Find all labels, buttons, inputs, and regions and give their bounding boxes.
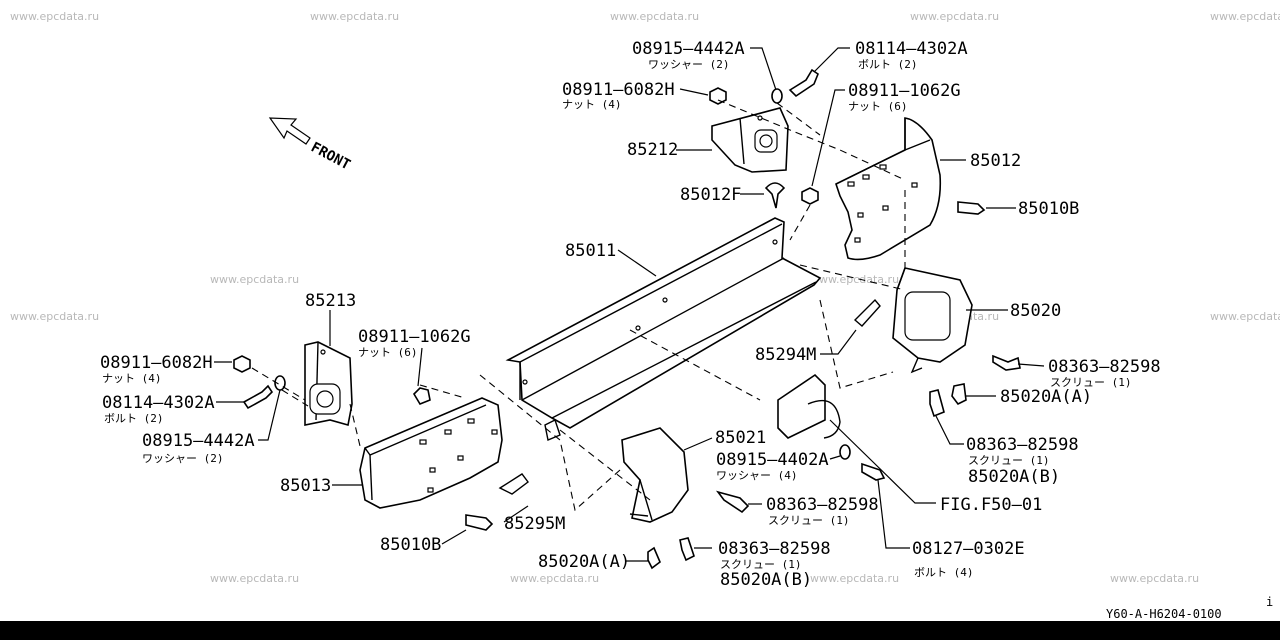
- part-number-label: 85020A(A): [1000, 387, 1092, 407]
- part-name-label: ボルト (2): [104, 412, 164, 425]
- front-arrow-icon: FRONT: [268, 117, 353, 173]
- watermark-text: www.epcdata.ru: [610, 10, 699, 23]
- watermark-text: www.epcdata.ru: [10, 10, 99, 23]
- part-number-label: 08363–82598: [718, 539, 831, 559]
- washer-icon: [771, 88, 783, 104]
- screw-icon: [715, 490, 750, 514]
- part-number-label: 08915–4402A: [716, 450, 829, 470]
- watermark-text: www.epcdata.ru: [1110, 572, 1199, 585]
- bracket-85212: [711, 107, 789, 173]
- part-number-label: 08114–4302A: [102, 393, 215, 413]
- watermark-text: www.epcdata.ru: [210, 273, 299, 286]
- part-number-label: 08114–4302A: [855, 39, 968, 59]
- part-name-label: ナット (4): [102, 372, 162, 385]
- watermark-text: www.epcdata.ru: [510, 572, 599, 585]
- part-number-label: 08363–82598: [966, 435, 1079, 455]
- part-name-label: ナット (6): [358, 346, 418, 359]
- bolt-icon: [861, 462, 886, 481]
- bolt-icon: [465, 514, 494, 531]
- fasteners: [233, 68, 1021, 570]
- part-number-label: 85020A(B): [968, 467, 1060, 487]
- watermark-text: www.epcdata.ru: [10, 310, 99, 323]
- screw-icon: [647, 546, 661, 570]
- nut-icon: [709, 87, 727, 105]
- watermark-text: www.epcdata.ru: [210, 572, 299, 585]
- part-number-label: 08915–4442A: [142, 431, 255, 451]
- bumper-end-right-85012: [835, 117, 942, 261]
- corner-mark: i: [1266, 595, 1273, 609]
- clip-85294M: [853, 298, 881, 327]
- part-number-label: 08911–6082H: [100, 353, 213, 373]
- part-name-label: ワッシャー (2): [648, 58, 730, 71]
- bracket-85213: [304, 341, 353, 427]
- bottom-bar: [0, 621, 1280, 640]
- part-number-label: 85295M: [504, 514, 565, 534]
- screw-icon: [679, 537, 695, 562]
- part-number-label: 85010B: [1018, 199, 1079, 219]
- watermark-text: www.epcdata.ru: [1210, 10, 1280, 23]
- part-number-label: 85020: [1010, 301, 1061, 321]
- part-number-label: 08911–1062G: [358, 327, 471, 347]
- part-number-label: 85294M: [755, 345, 816, 365]
- bumper-corner-85021: [621, 427, 689, 523]
- bumper-end-left-85013: [359, 397, 503, 509]
- bolt-icon: [992, 354, 1021, 371]
- part-number-label: 85020A(B): [720, 570, 812, 590]
- nut-icon: [233, 355, 251, 373]
- nut-icon: [801, 187, 819, 205]
- part-number-label: 85021: [715, 428, 766, 448]
- part-number-label: 85020A(A): [538, 552, 630, 572]
- watermark-text: www.epcdata.ru: [810, 273, 899, 286]
- part-name-label: ナット (4): [562, 98, 622, 111]
- tow-hook: [777, 373, 841, 439]
- assembly-lines: [251, 99, 906, 512]
- figure-reference-label: FIG.F50–01: [940, 495, 1042, 515]
- front-label: FRONT: [308, 139, 353, 173]
- bolt-icon: [242, 384, 274, 410]
- part-name-label: ボルト (2): [858, 58, 918, 71]
- part-number-label: 85213: [305, 291, 356, 311]
- part-number-label: 08911–6082H: [562, 80, 675, 100]
- part-name-label: スクリュー (1): [768, 514, 850, 527]
- bumper-beam-85011: [505, 217, 822, 429]
- part-number-label: 85011: [565, 241, 616, 261]
- part-name-label: スクリュー (1): [968, 454, 1050, 467]
- screw-icon: [929, 389, 945, 418]
- part-labels: 08915–4442A ワッシャー (2) 08114–4302A ボルト (2…: [100, 39, 1273, 621]
- watermark-text: www.epcdata.ru: [910, 10, 999, 23]
- part-number-label: 85013: [280, 476, 331, 496]
- part-name-label: ナット (6): [848, 100, 908, 113]
- part-name-label: スクリュー (1): [1050, 376, 1132, 389]
- clip-85295M: [498, 419, 561, 495]
- part-number-label: 85212: [627, 140, 678, 160]
- bumper-corner-85020: [892, 267, 973, 374]
- part-name-label: ワッシャー (2): [142, 452, 224, 465]
- bolt-icon: [788, 68, 819, 98]
- part-number-label: 85012: [970, 151, 1021, 171]
- part-name-label: ボルト (4): [914, 566, 974, 579]
- watermark-text: www.epcdata.ru: [810, 572, 899, 585]
- nut-icon: [412, 387, 431, 405]
- watermark-text: www.epcdata.ru: [1210, 310, 1280, 323]
- part-name-label: スクリュー (1): [720, 558, 802, 571]
- screw-icon: [951, 383, 967, 406]
- part-number-label: 08911–1062G: [848, 81, 961, 101]
- part-number-label: 08127–0302E: [912, 539, 1025, 559]
- clip-icon: [764, 182, 786, 209]
- leader-lines: [214, 47, 1045, 562]
- part-number-label: 85012F: [680, 185, 741, 205]
- part-number-label: 08363–82598: [1048, 357, 1161, 377]
- part-number-label: 85010B: [380, 535, 441, 555]
- watermark-text: www.epcdata.ru: [310, 10, 399, 23]
- bolt-icon: [957, 201, 986, 215]
- part-number-label: 08363–82598: [766, 495, 879, 515]
- part-number-label: 08915–4442A: [632, 39, 745, 59]
- diagram-code: Y60-A-H6204-0100: [1106, 607, 1222, 621]
- washer-icon: [839, 444, 851, 460]
- part-name-label: ワッシャー (4): [716, 469, 798, 482]
